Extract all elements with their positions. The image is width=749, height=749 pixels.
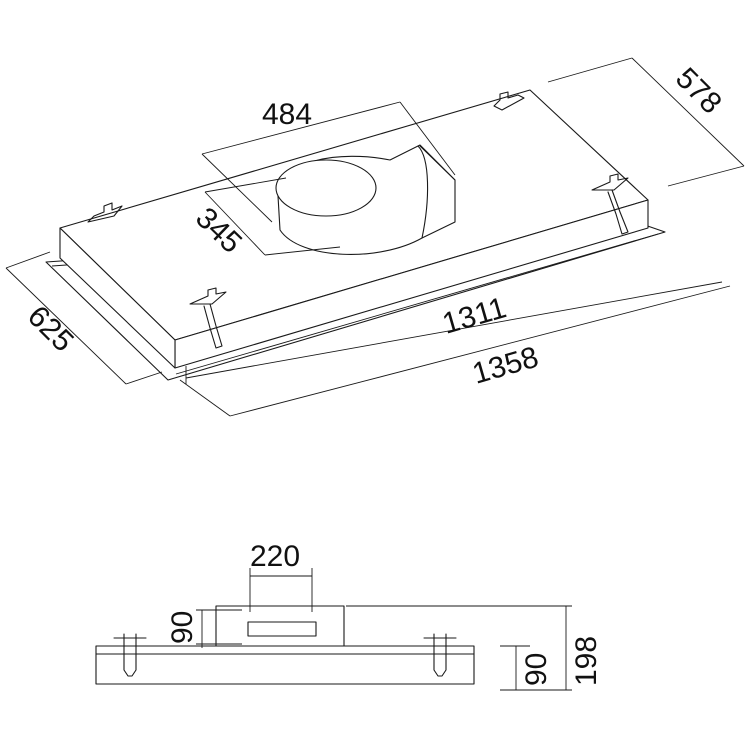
- dim-1358-label: 1358: [469, 341, 542, 391]
- dim-90-outlet: 90: [166, 609, 242, 648]
- dim-198-label: 198: [570, 636, 603, 686]
- dim-578-label: 578: [669, 62, 728, 121]
- bracket-back-right: [493, 91, 525, 111]
- dim-90-body-label: 90: [520, 653, 553, 686]
- dim-198: 198: [346, 605, 603, 691]
- bracket-back-left: [87, 202, 123, 223]
- front-outlet: [215, 605, 345, 647]
- dim-90-outlet-label: 90: [166, 611, 199, 644]
- dim-90-body: 90: [500, 645, 553, 690]
- dim-625-label: 625: [21, 300, 80, 359]
- bracket-front-left: [189, 287, 227, 349]
- duct-transition: [275, 144, 456, 255]
- dim-484: 484: [201, 98, 456, 223]
- dim-220: 220: [249, 540, 313, 612]
- dim-484-label: 484: [262, 98, 312, 131]
- dim-220-label: 220: [250, 540, 300, 573]
- front-bracket-left: [113, 633, 147, 677]
- front-bracket-right: [423, 633, 457, 677]
- bracket-front-right: [591, 173, 629, 235]
- dim-1311-label: 1311: [439, 291, 510, 341]
- front-view: 220 90 198 90: [95, 540, 603, 691]
- iso-view: 484 345 578 625 1311: [5, 57, 745, 417]
- front-housing: [95, 645, 475, 685]
- hood-body-left: [59, 227, 176, 369]
